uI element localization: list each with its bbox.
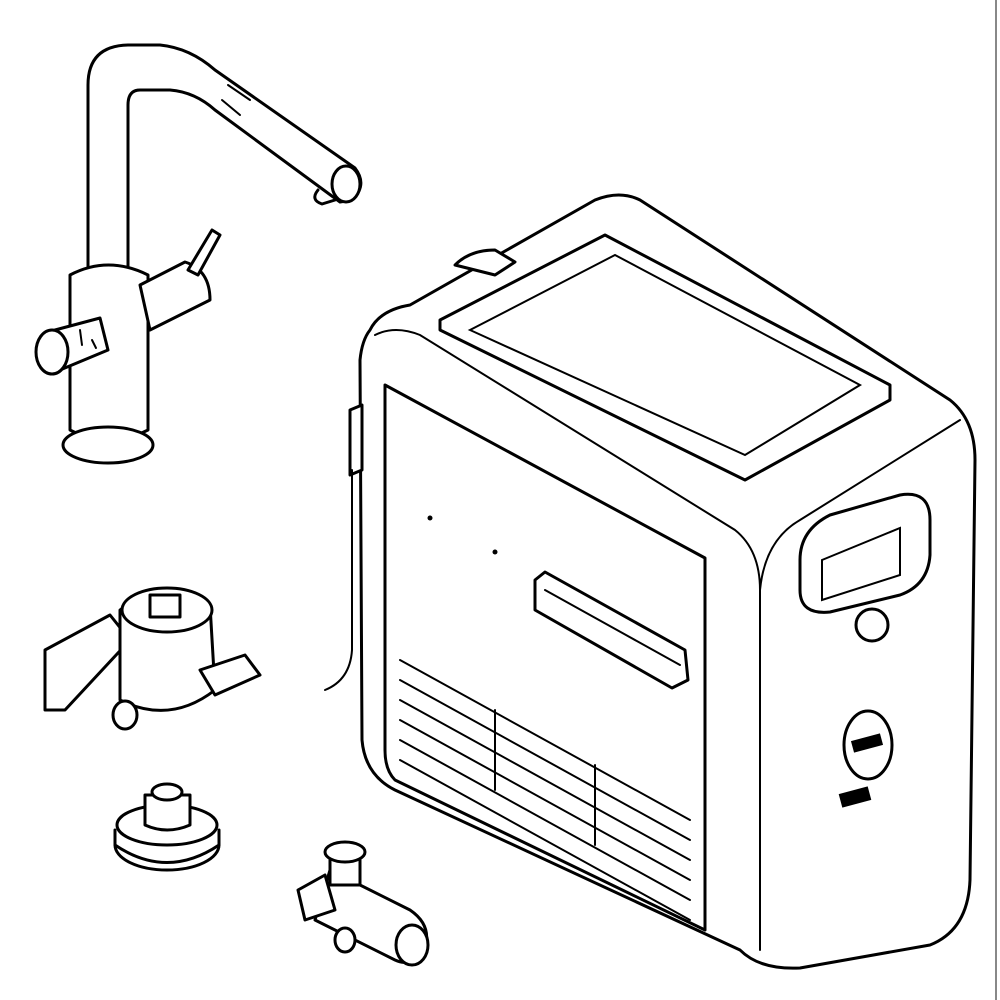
vent-grille <box>399 659 691 921</box>
knob <box>854 607 890 643</box>
filter-adapter <box>113 782 221 872</box>
chiller-unit <box>324 193 977 970</box>
filter-head <box>43 586 262 731</box>
pressure-valve <box>296 840 430 967</box>
faucet <box>34 43 363 465</box>
side-handle <box>798 492 932 614</box>
handle <box>533 570 690 690</box>
